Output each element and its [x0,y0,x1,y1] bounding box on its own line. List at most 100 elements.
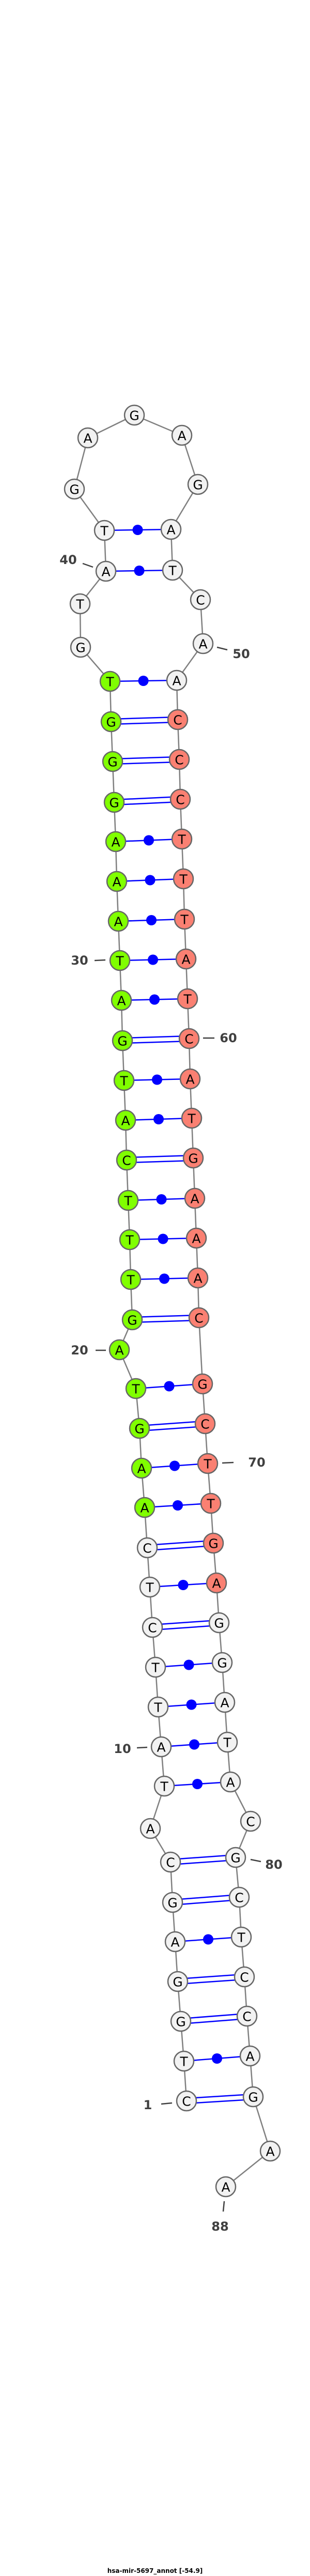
nucleotide-37: T [99,670,121,692]
nucleotide-circle [142,1617,163,1638]
nucleotide-letter: T [168,563,177,578]
nucleotide-circle [106,871,128,892]
label-tick [136,1746,148,1749]
nucleotide-43: A [77,427,99,449]
nucleotide-letter: A [101,565,110,580]
nucleotide-76: A [214,1691,236,1713]
nucleotide-circle [164,1931,186,1953]
nucleotide-circle [187,474,209,495]
nucleotide-letter: A [172,674,181,689]
nucleotide-80: G [225,1847,246,1868]
pair-dot [186,1699,197,1710]
nucleotide-letter: A [171,1935,179,1950]
nucleotide-letter: G [230,1851,240,1866]
nucleotide-33: A [105,831,127,852]
gc-pair-line [147,1545,214,1551]
nucleotide-letter: T [153,1700,162,1715]
nucleotide-66: A [187,1267,209,1289]
nucleotide-82: T [230,1926,252,1948]
nucleotide-circle [112,1030,133,1051]
gc-pair-line [127,1160,194,1164]
nucleotide-circle [259,2140,281,2162]
nucleotide-circle [145,1656,166,1678]
nucleotide-30: T [109,950,131,971]
nucleotide-letter: C [148,1621,157,1636]
nucleotide-letter: C [173,713,182,728]
nucleotide-3: G [170,2010,192,2032]
nucleotide-55: T [171,828,193,850]
nucleotide-71: T [200,1492,222,1514]
nucleotide-circle [107,910,129,932]
gc-pair-line [186,2093,253,2099]
nucleotide-circle [131,1457,152,1479]
gc-pair-line [122,1040,190,1044]
nucleotide-circle [115,1109,136,1131]
position-label-30: 30 [71,953,88,968]
nucleotide-letter: G [217,1656,227,1671]
nucleotide-58: A [175,948,197,970]
nucleotide-letter: A [190,1192,199,1207]
nucleotide-letter: A [192,1231,200,1246]
nucleotide-letter: G [69,482,79,497]
nucleotide-circle [120,1269,142,1290]
nucleotide-54: C [169,788,191,810]
nucleotide-14: T [139,1576,161,1598]
nucleotide-57: T [174,908,195,930]
nucleotide-letter: C [122,1153,131,1168]
nucleotide-9: T [153,1775,175,1797]
nucleotide-circle [242,2086,264,2108]
nucleotide-letter: G [109,796,119,811]
nucleotide-letter: A [177,429,186,444]
nucleotide-44: G [123,404,145,426]
nucleotide-circle [167,709,189,730]
nucleotide-letter: T [123,1194,132,1209]
nucleotide-72: G [203,1532,224,1554]
nucleotide-letter: T [183,992,192,1007]
nucleotide-letter: T [131,1382,140,1397]
nucleotide-circle [190,589,211,611]
nucleotide-60: C [178,1028,200,1049]
nucleotide-77: T [216,1731,238,1753]
pair-dot [178,1580,189,1590]
nucleotide-circle [216,1731,238,1753]
nucleotide-35: G [102,751,123,772]
nucleotide-circle [129,1417,150,1439]
gc-pair-line [114,796,180,801]
nucleotide-29: A [111,989,132,1011]
nucleotide-circle [99,670,121,692]
nucleotide-circle [215,2176,237,2198]
nucleotide-79: C [240,1810,261,1832]
nucleotide-27: T [113,1070,135,1091]
nucleotide-circle [236,2005,258,2027]
nucleotide-letter: C [200,1417,209,1432]
nucleotide-circle [188,1307,210,1329]
label-tick [250,1858,261,1863]
nucleotide-letter: T [179,872,188,887]
nucleotide-86: G [242,2086,264,2108]
nucleotide-letter: A [198,637,207,652]
nucleotide-circle [214,1691,236,1713]
nucleotide-letter: A [181,952,190,967]
nucleotide-73: A [206,1572,227,1594]
pair-dot [183,1659,194,1670]
nucleotide-letter: T [206,1497,215,1512]
nucleotide-47: A [160,519,182,540]
nucleotide-letter: A [115,1343,123,1358]
nucleotide-letter: G [193,478,203,493]
pair-dot [132,525,143,535]
nucleotide-letter: A [220,1696,229,1711]
nucleotide-84: C [236,2005,258,2027]
nucleotide-letter: G [214,1616,224,1631]
nucleotide-circle [200,1492,222,1514]
pair-dot [145,875,156,886]
nucleotide-letter: C [235,1891,243,1906]
nucleotide-letter: G [197,1377,207,1392]
nucleotide-letter: G [75,641,85,656]
gc-pair-line [181,2018,247,2025]
label-tick [222,1461,234,1464]
nucleotide-letter: A [117,994,126,1009]
nucleotide-letter: T [223,1735,231,1750]
nucleotide-circle [105,831,127,852]
